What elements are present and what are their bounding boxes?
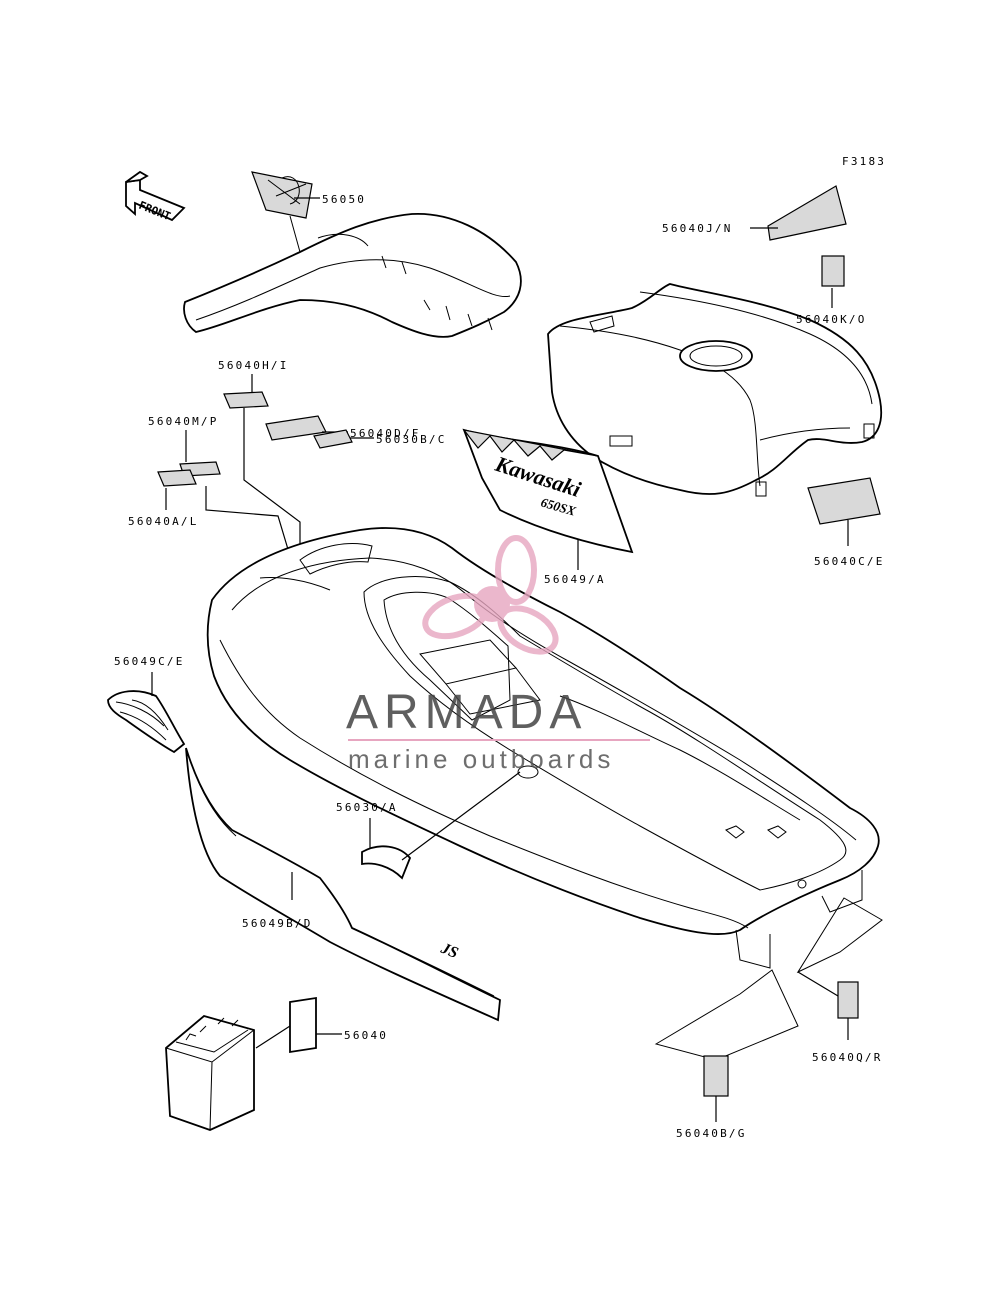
label-56050: 56050 [322,193,366,206]
decal-56049BD: JS [185,747,501,1022]
label-56040: 56040 [344,1029,388,1042]
decal-56049A: Kawasaki 650SX [462,428,634,554]
label-56049BD: 56049B/D [242,917,313,930]
decal-56030BC [313,429,353,449]
decal-56040BG [703,1055,729,1097]
figure-code: F3183 [842,155,886,168]
label-56040DF: 56040D/F [350,427,421,440]
decal-56049CE [107,690,186,754]
hull [206,527,880,969]
decal-hull-text: JS [438,940,461,963]
label-56040HI: 56040H/I [218,359,289,372]
engine-cover [547,283,883,497]
decal-56040JN [767,185,847,241]
logo-petal-top-icon [495,535,537,605]
decal-56030A [361,845,412,880]
label-56049CE: 56049C/E [114,655,185,668]
label-56040AL: 56040A/L [128,515,199,528]
label-56040QR: 56040Q/R [812,1051,883,1064]
decal-56040AL [157,469,197,487]
front-arrow-icon: FRONT [125,170,186,223]
label-56040MP: 56040M/P [148,415,219,428]
hull-bottom-outline [654,969,799,1061]
label-56030A: 56030/A [336,801,398,814]
label-56030BC: 56030B/C [376,433,447,446]
label-56040KO: 56040K/O [796,313,867,326]
emblem-56050 [251,171,313,219]
armada-logo [422,535,559,655]
battery [165,1015,255,1131]
watermark-name: ARMADA [346,686,587,739]
label-56040JN: 56040J/N [662,222,733,235]
label-56040BG: 56040B/G [676,1127,747,1140]
decal-56040HI [223,391,269,409]
logo-hub-icon [474,586,510,622]
decal-56040 [289,996,317,1054]
label-56040CE: 56040C/E [814,555,885,568]
handle-pole [183,213,522,338]
hull-stern-outline [796,897,883,974]
decal-56040QR [837,981,859,1019]
decal-56040KO [821,255,845,287]
decal-56040CE [807,477,881,525]
watermark-tagline: marine outboards [348,744,614,774]
label-56049A: 56049/A [544,573,606,586]
